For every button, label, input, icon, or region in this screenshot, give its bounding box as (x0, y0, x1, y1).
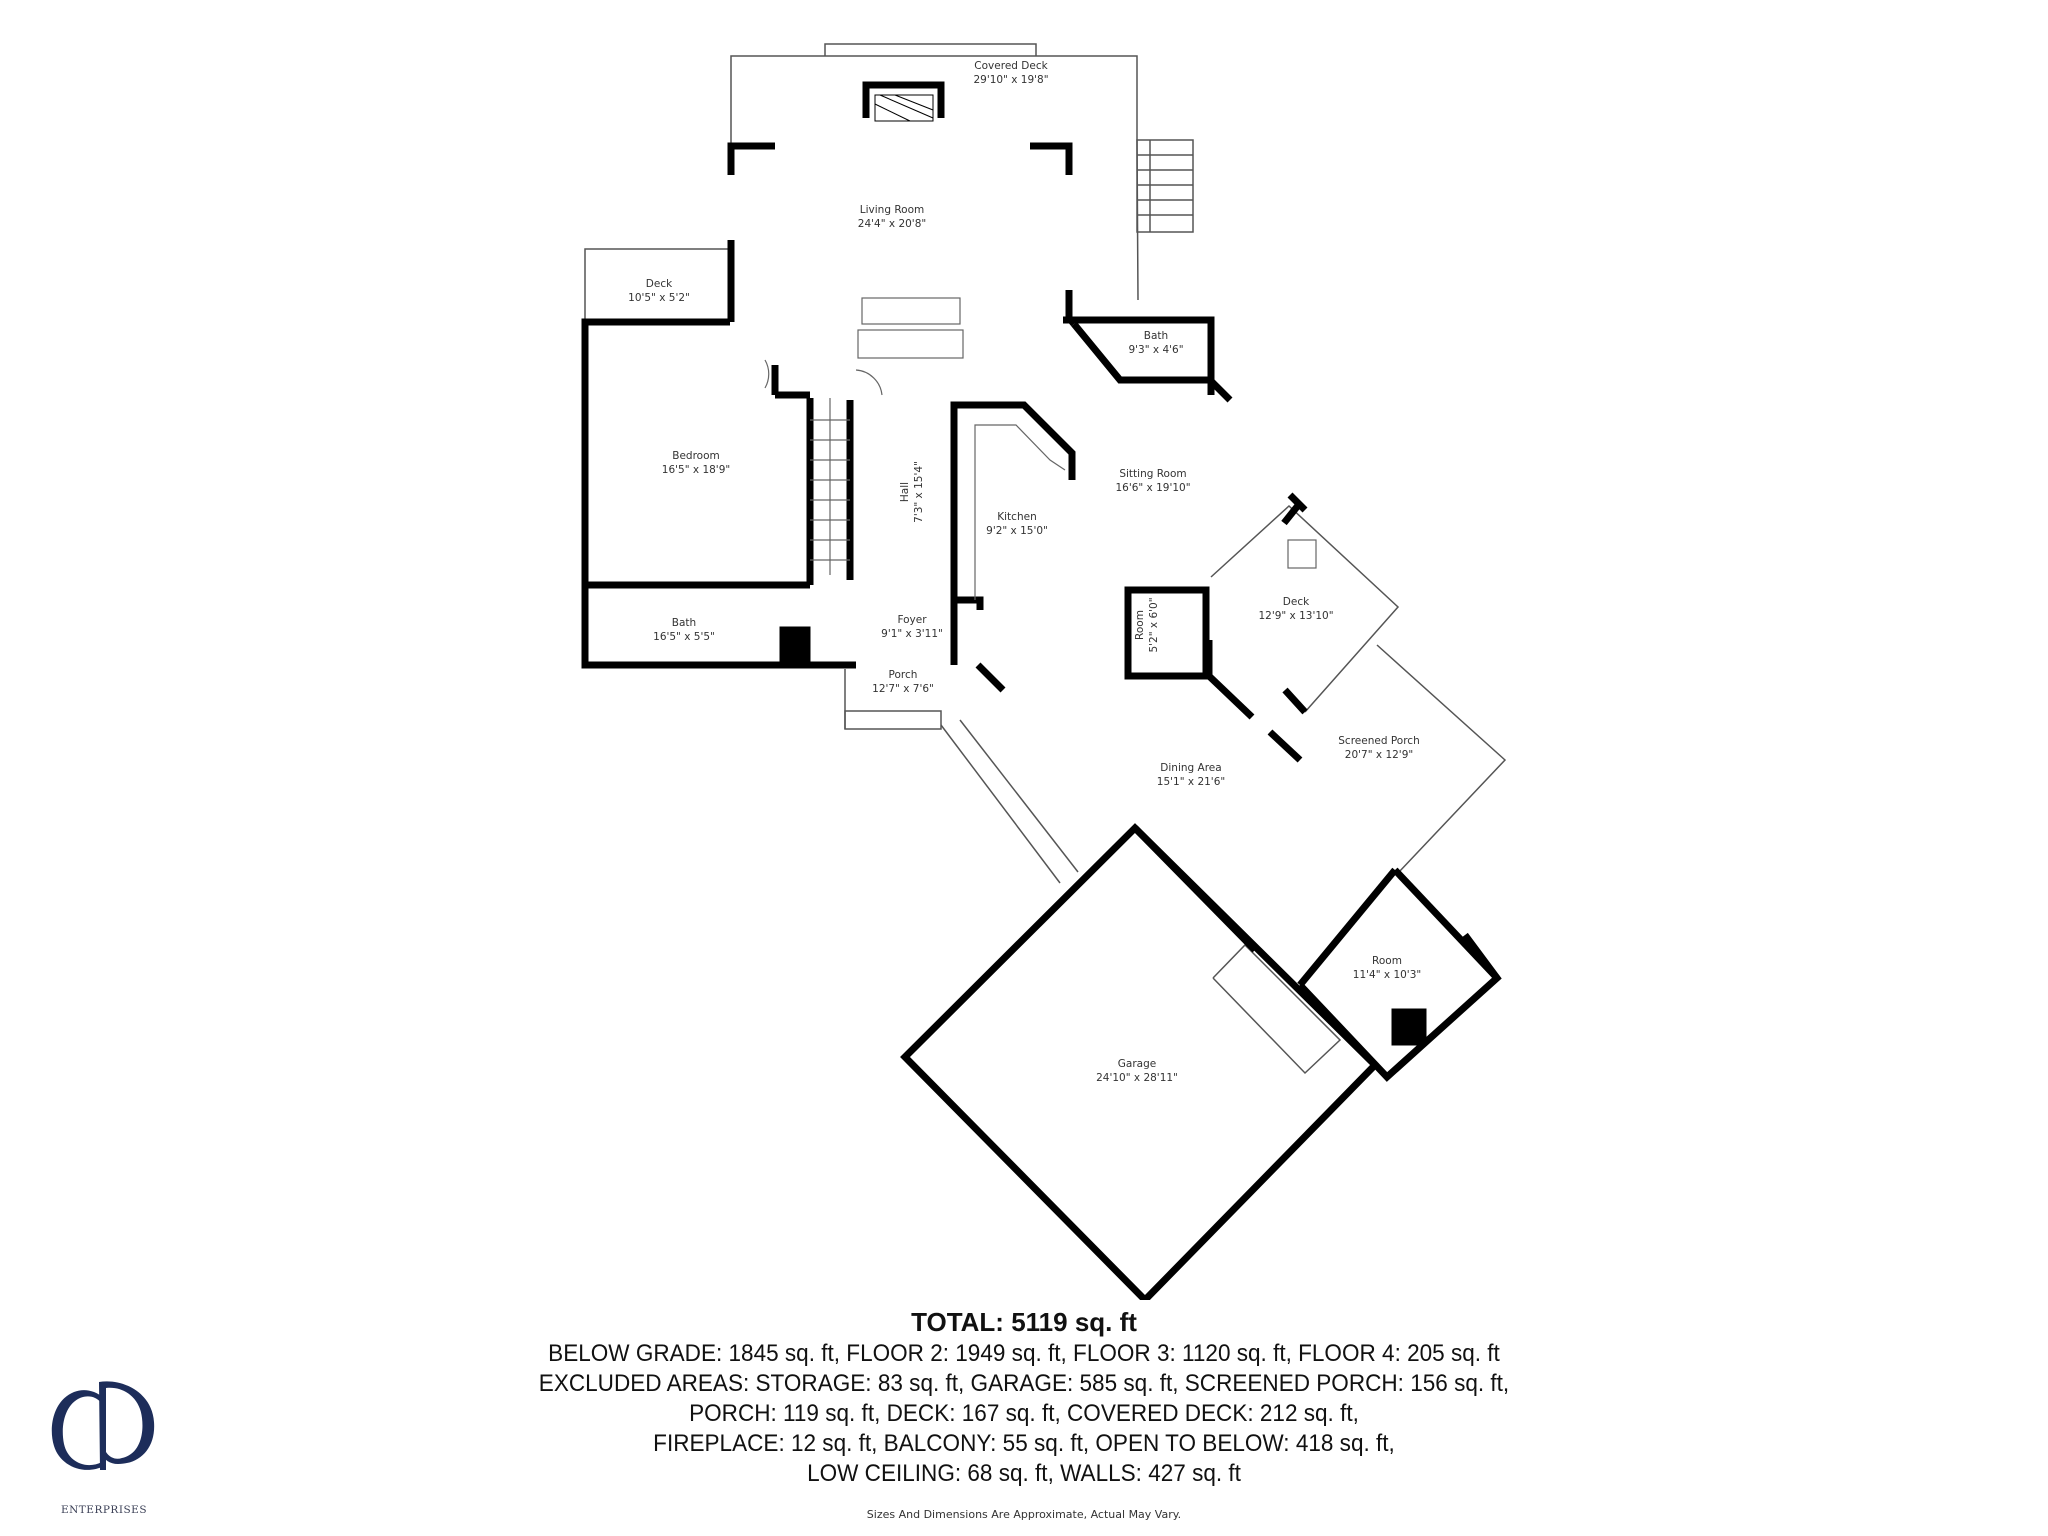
room-name: Hall (899, 481, 911, 503)
room-name: Garage (1117, 1058, 1157, 1070)
summary-line-porch-deck: PORCH: 119 sq. ft, DECK: 167 sq. ft, COV… (689, 1400, 1359, 1427)
room-dimensions: 9'3" x 4'6" (1128, 344, 1184, 356)
room-dimensions: 12'9" x 13'10" (1258, 610, 1334, 622)
room-name: Deck (1282, 596, 1310, 608)
room-dimensions: 5'2" x 6'0" (1148, 597, 1160, 653)
room-name: Deck (645, 278, 673, 290)
summary-line-ceiling-walls: LOW CEILING: 68 sq. ft, WALLS: 427 sq. f… (807, 1460, 1241, 1487)
room-label-kitchen: Kitchen 9'2" x 15'0" (986, 510, 1048, 538)
logo-brand-text: ENTERPRISES (60, 1504, 148, 1516)
room-label-living-room: Living Room 24'4" x 20'8" (858, 203, 926, 231)
total-area: TOTAL: 5119 sq. ft (911, 1307, 1137, 1337)
room-name: Room (1134, 610, 1146, 640)
room-label-hall: Hall 7'3" x 15'4" (898, 461, 926, 523)
room-dimensions: 10'5" x 5'2" (628, 292, 690, 304)
floor-plan: Covered Deck 29'10" x 19'8" Living Room … (581, 43, 1507, 1305)
room-dimensions: 29'10" x 19'8" (973, 74, 1049, 86)
area-summary: TOTAL: 5119 sq. ft BELOW GRADE: 1845 sq.… (0, 1305, 2048, 1489)
room-dimensions: 24'10" x 28'11" (1096, 1072, 1178, 1084)
room-label-room-small: Room 5'2" x 6'0" (1133, 597, 1161, 652)
room-dimensions: 9'1" x 3'11" (881, 628, 943, 640)
summary-line-excluded: EXCLUDED AREAS: STORAGE: 83 sq. ft, GARA… (538, 1370, 1510, 1397)
room-name: Bath (1143, 330, 1169, 342)
room-label-room-lower: Room 11'4" x 10'3" (1353, 954, 1421, 982)
room-name: Room (1372, 955, 1402, 967)
co-monogram-icon (51, 1381, 155, 1470)
room-name: Bedroom (672, 450, 720, 462)
room-label-bath-upper: Bath 9'3" x 4'6" (1128, 329, 1183, 357)
room-label-dining-area: Dining Area 15'1" x 21'6" (1157, 761, 1225, 789)
summary-line-floors: BELOW GRADE: 1845 sq. ft, FLOOR 2: 1949 … (548, 1340, 1500, 1367)
room-label-bath-lower: Bath 16'5" x 5'5" (653, 616, 715, 644)
room-label-bedroom: Bedroom 16'5" x 18'9" (662, 449, 730, 477)
room-label-screened-porch: Screened Porch 20'7" x 12'9" (1338, 734, 1419, 762)
room-name: Kitchen (997, 511, 1037, 523)
room-dimensions: 16'5" x 18'9" (661, 464, 731, 476)
summary-line-fireplace: FIREPLACE: 12 sq. ft, BALCONY: 55 sq. ft… (653, 1430, 1395, 1457)
room-dimensions: 12'7" x 7'6" (872, 683, 934, 695)
room-name: Living Room (859, 204, 925, 216)
room-label-sitting-room: Sitting Room 16'6" x 19'10" (1115, 467, 1190, 495)
room-dimensions: 15'1" x 21'6" (1156, 776, 1226, 788)
room-dimensions: 16'5" x 5'5" (653, 631, 715, 643)
room-dimensions: 24'4" x 20'8" (857, 218, 927, 230)
room-name: Bath (671, 617, 697, 629)
room-name: Porch (888, 669, 918, 681)
room-dimensions: 11'4" x 10'3" (1352, 969, 1422, 981)
room-dimensions: 20'7" x 12'9" (1344, 749, 1414, 761)
room-dimensions: 7'3" x 15'4" (913, 461, 925, 523)
room-label-garage: Garage 24'10" x 28'11" (1096, 1057, 1178, 1085)
room-label-foyer: Foyer 9'1" x 3'11" (881, 613, 943, 641)
room-name: Covered Deck (974, 60, 1048, 72)
company-logo: ENTERPRISES (44, 1378, 164, 1528)
room-label-deck-small: Deck 10'5" x 5'2" (628, 277, 690, 305)
room-label-covered-deck: Covered Deck 29'10" x 19'8" (973, 59, 1048, 87)
room-name: Screened Porch (1338, 735, 1420, 747)
room-dimensions: 16'6" x 19'10" (1115, 482, 1191, 494)
floor-plan-drawing (581, 43, 1507, 1305)
room-label-porch: Porch 12'7" x 7'6" (872, 668, 934, 696)
room-name: Sitting Room (1119, 468, 1187, 480)
room-label-deck: Deck 12'9" x 13'10" (1258, 595, 1333, 623)
room-dimensions: 9'2" x 15'0" (986, 525, 1048, 537)
room-name: Dining Area (1160, 762, 1222, 774)
disclaimer: Sizes And Dimensions Are Approximate, Ac… (866, 1508, 1182, 1521)
room-name: Foyer (897, 614, 927, 626)
